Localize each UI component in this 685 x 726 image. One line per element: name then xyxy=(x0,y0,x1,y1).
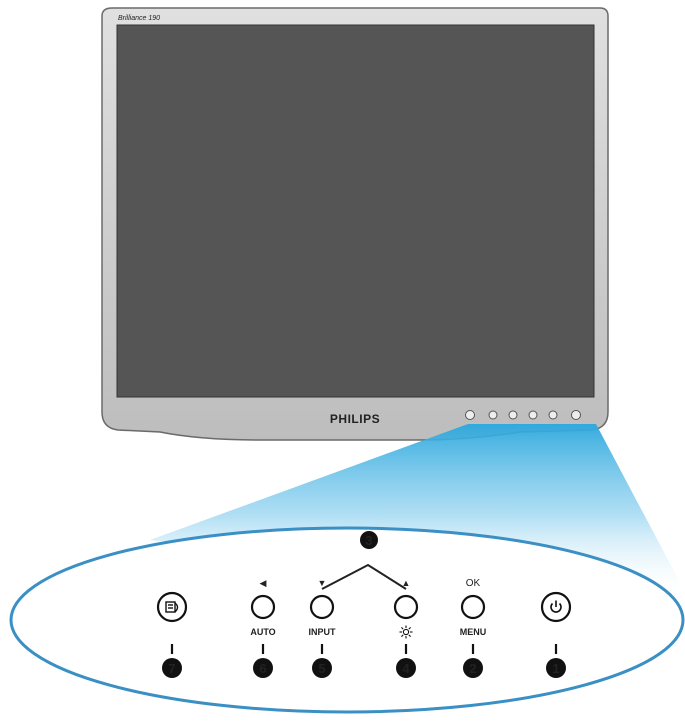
group-chevron xyxy=(321,563,407,590)
zoom-ellipse xyxy=(9,526,685,714)
auto-above-label: ◀ xyxy=(260,578,267,588)
menu-button[interactable] xyxy=(460,594,486,620)
auto-below-label: AUTO xyxy=(250,627,275,637)
smartimage-group: 7 xyxy=(156,591,188,678)
bezel-brightness-button[interactable] xyxy=(528,410,538,420)
smartimage-callout-badge xyxy=(162,658,182,678)
brand-logo: PHILIPS xyxy=(330,412,380,426)
bezel-input-button[interactable] xyxy=(508,410,518,420)
brightness-group: ▲4 xyxy=(393,578,419,678)
menu-callout-badge xyxy=(463,658,483,678)
brightness-above-label: ▲ xyxy=(402,578,411,588)
power-icon xyxy=(550,600,562,613)
brightness-button[interactable] xyxy=(393,594,419,620)
input-button[interactable] xyxy=(309,594,335,620)
auto-button[interactable] xyxy=(250,594,276,620)
power-group: 1 xyxy=(540,591,572,678)
input-callout-number: 5 xyxy=(318,661,325,676)
auto-group: ◀ AUTO 6 xyxy=(250,578,276,678)
monitor-screen xyxy=(116,24,595,398)
power-callout-badge xyxy=(546,658,566,678)
bezel-power-button[interactable] xyxy=(571,410,581,420)
bezel-menu-button[interactable] xyxy=(548,410,558,420)
smartimage-callout-number: 7 xyxy=(168,661,175,676)
monitor: Brilliance 190 PHILIPS xyxy=(101,7,609,441)
bezel-auto-button[interactable] xyxy=(488,410,498,420)
input-group: ▼ INPUT 5 xyxy=(309,578,337,678)
input-below-label: INPUT xyxy=(309,627,337,637)
menu-below-label: MENU xyxy=(460,627,487,637)
input-above-label: ▼ xyxy=(318,578,327,588)
smartimage-icon xyxy=(165,601,179,613)
brightness-icon xyxy=(399,625,413,639)
brightness-callout-badge xyxy=(396,658,416,678)
brightness-callout-number: 4 xyxy=(402,661,410,676)
group-3: 3 xyxy=(321,531,407,590)
input-callout-badge xyxy=(312,658,332,678)
auto-callout-number: 6 xyxy=(259,661,266,676)
callout-3-number: 3 xyxy=(365,533,372,548)
power-callout-number: 1 xyxy=(552,661,559,676)
model-label: Brilliance 190 xyxy=(118,15,160,22)
menu-above-label: OK xyxy=(466,578,481,589)
bezel-smartimage-button[interactable] xyxy=(465,410,475,420)
smartimage-button[interactable] xyxy=(156,591,188,623)
callout-3-badge xyxy=(360,531,378,549)
auto-callout-badge xyxy=(253,658,273,678)
menu-group: OK MENU 2 xyxy=(460,578,487,678)
bezel-buttons xyxy=(465,410,581,420)
menu-callout-number: 2 xyxy=(469,661,476,676)
